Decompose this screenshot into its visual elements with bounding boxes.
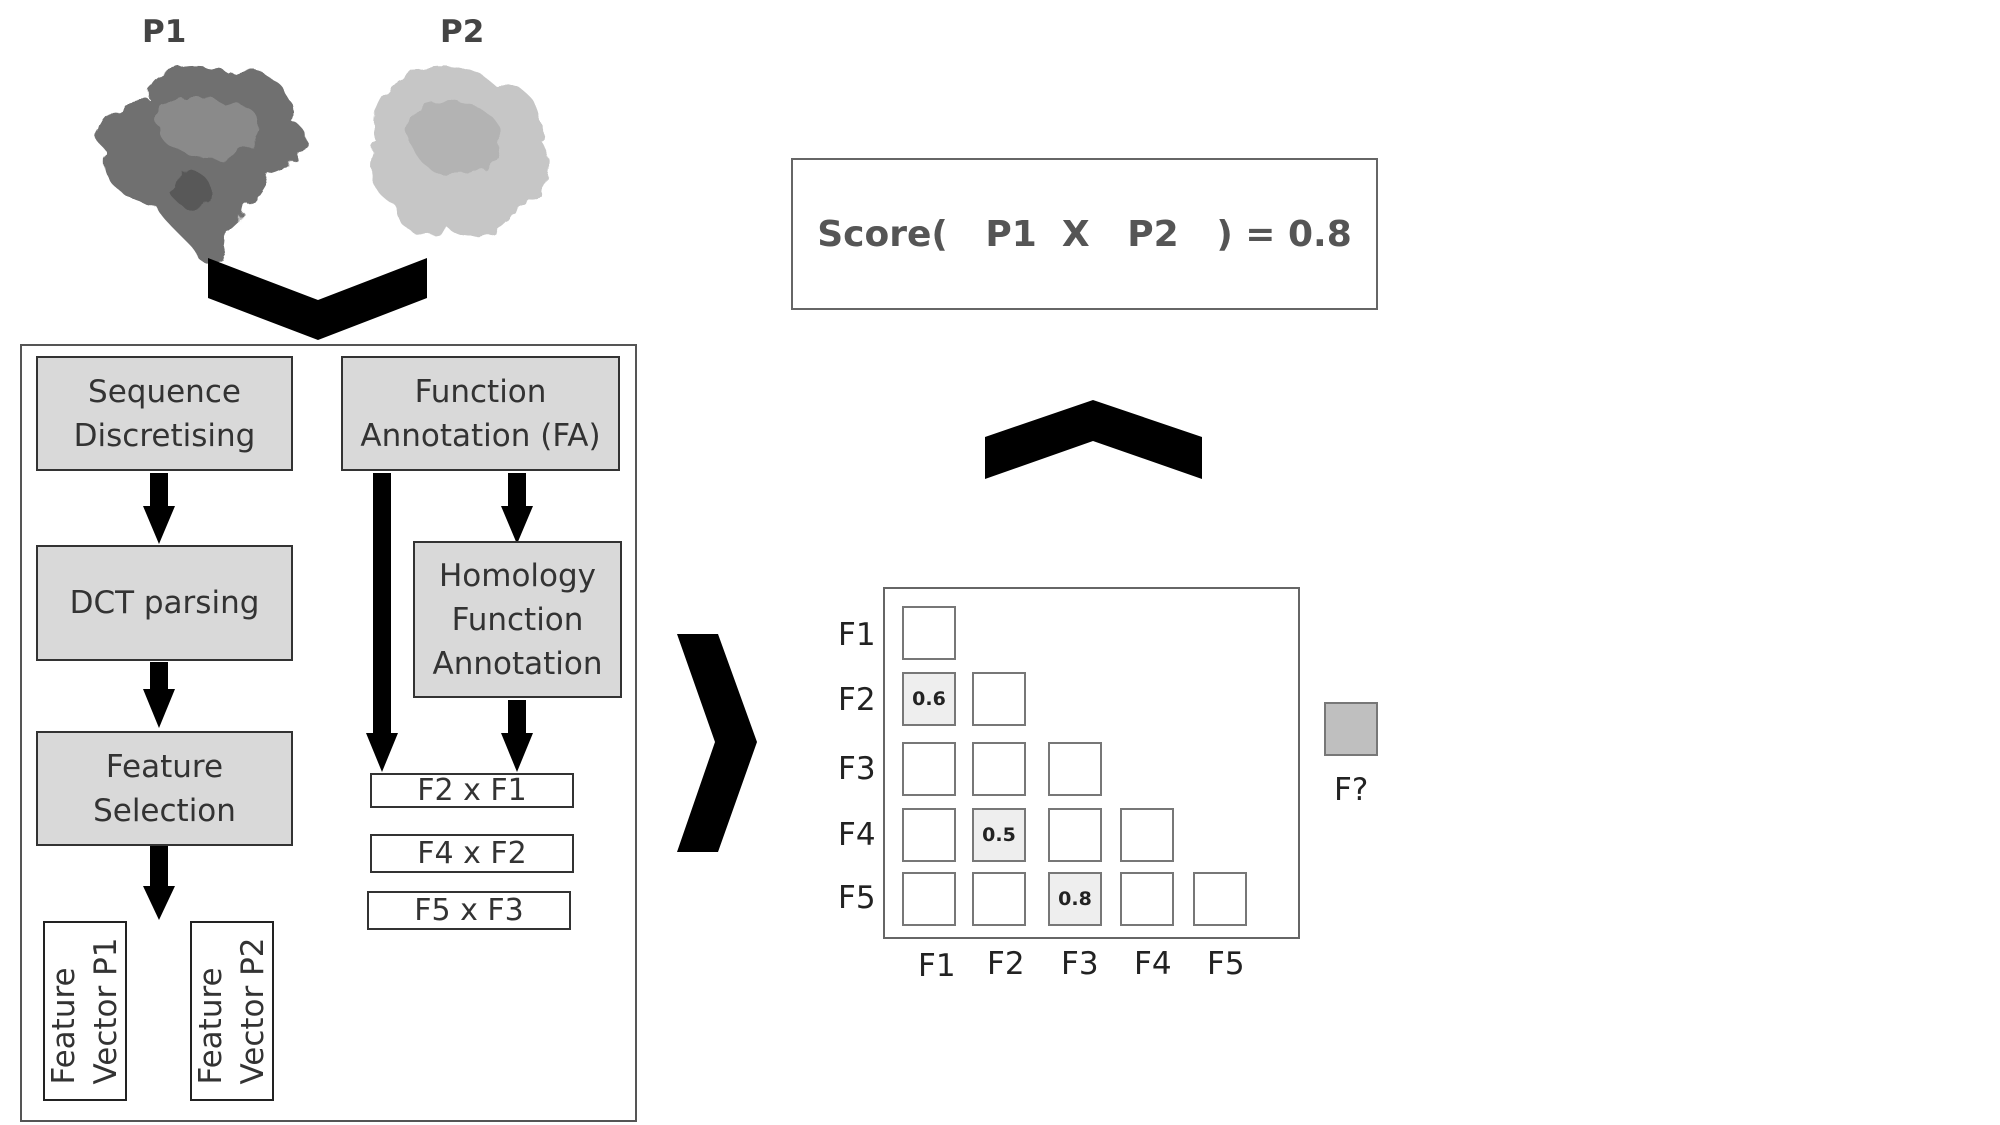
feature-vector-p2-label: Feature Vector P2 xyxy=(193,937,271,1085)
matrix-row-label: F4 xyxy=(838,817,876,853)
matrix-cell-f5-f3: 0.8 xyxy=(1048,872,1102,926)
pipeline-arrows xyxy=(143,473,533,920)
matrix-cell-f5-f4 xyxy=(1120,872,1174,926)
function-annotation-box: Function Annotation (FA) xyxy=(341,356,620,471)
matrix-cell-f5-f5 xyxy=(1193,872,1247,926)
matrix-cell-f4-f1 xyxy=(902,808,956,862)
matrix-cell-f1-f1 xyxy=(902,606,956,660)
protein-p1-label: P1 xyxy=(142,14,187,50)
up-chevron-arrow xyxy=(985,400,1202,479)
score-frame xyxy=(791,158,1378,310)
matrix-cell-f2-f2 xyxy=(972,672,1026,726)
matrix-cell-f5-f2 xyxy=(972,872,1026,926)
matrix-row-label: F3 xyxy=(838,751,876,787)
function-pair-item: F2 x F1 xyxy=(370,773,574,808)
matrix-col-label: F5 xyxy=(1207,946,1245,982)
matrix-cell-f4-f2: 0.5 xyxy=(972,808,1026,862)
matrix-row-label: F5 xyxy=(838,880,876,916)
feature-vector-p1-box: Feature Vector P1 xyxy=(43,921,127,1101)
protein-p2-label: P2 xyxy=(440,14,485,50)
matrix-cell-f5-f1 xyxy=(902,872,956,926)
protein-p1-structure-icon xyxy=(97,65,305,264)
pipeline-frame xyxy=(20,344,637,1122)
matrix-cell-f4-f3 xyxy=(1048,808,1102,862)
score-text: Score( P1 X P2 ) = 0.8 xyxy=(817,213,1352,255)
matrix-cell-f3-f3 xyxy=(1048,742,1102,796)
feature-vector-p2-box: Feature Vector P2 xyxy=(190,921,274,1101)
feature-selection-box: Feature Selection xyxy=(36,731,293,846)
dct-parsing-box: DCT parsing xyxy=(36,545,293,661)
matrix-cell-f3-f1 xyxy=(902,742,956,796)
function-pair-item: F5 x F3 xyxy=(367,891,571,930)
matrix-col-label: F4 xyxy=(1134,946,1172,982)
right-chevron-arrow xyxy=(677,634,757,852)
matrix-cell-f4-f4 xyxy=(1120,808,1174,862)
matrix-cell-f3-f2 xyxy=(972,742,1026,796)
matrix-col-label: F2 xyxy=(987,946,1025,982)
unknown-function-swatch xyxy=(1324,702,1378,756)
matrix-col-label: F1 xyxy=(918,948,956,984)
matrix-frame xyxy=(883,587,1300,939)
unknown-function-label: F? xyxy=(1334,772,1369,808)
matrix-cell-f2-f1: 0.6 xyxy=(902,672,956,726)
function-pair-item: F4 x F2 xyxy=(370,834,574,873)
matrix-col-label: F3 xyxy=(1061,946,1099,982)
matrix-row-label: F1 xyxy=(838,617,876,653)
protein-p2-structure-icon xyxy=(371,66,550,238)
matrix-row-label: F2 xyxy=(838,682,876,718)
down-chevron-arrow xyxy=(208,258,427,340)
homology-function-annotation-box: Homology Function Annotation xyxy=(413,541,622,698)
feature-vector-p1-label: Feature Vector P1 xyxy=(46,937,124,1085)
sequence-discretising-box: Sequence Discretising xyxy=(36,356,293,471)
